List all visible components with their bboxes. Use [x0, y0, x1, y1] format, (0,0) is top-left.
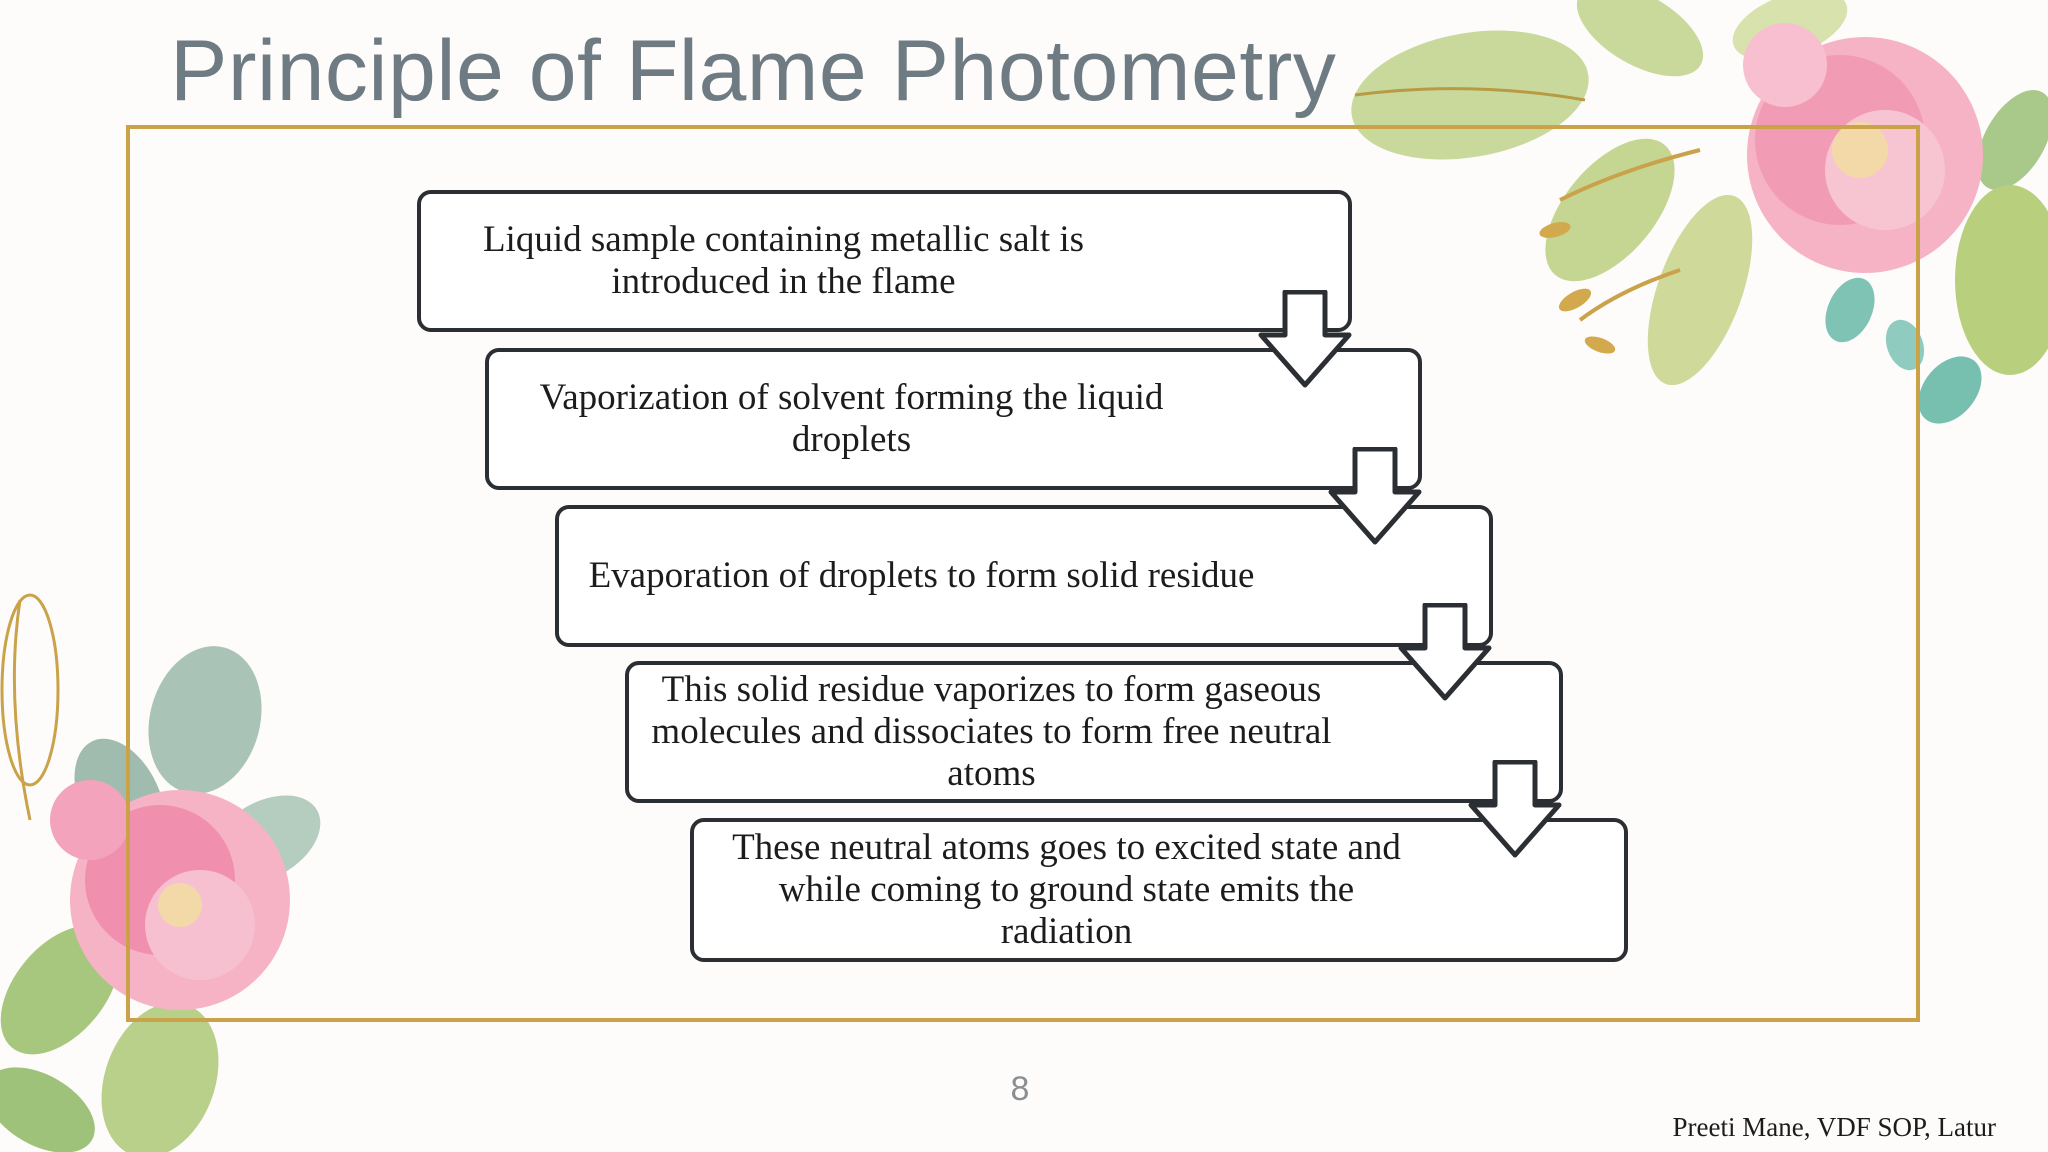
author-credit: Preeti Mane, VDF SOP, Latur: [1672, 1112, 1997, 1142]
flow-step-1: Liquid sample containing metallic salt i…: [417, 190, 1352, 332]
gold-frame: [126, 125, 1920, 1022]
page-number: 8: [1010, 1070, 1030, 1108]
flow-step-5: These neutral atoms goes to excited stat…: [690, 818, 1628, 962]
down-arrow-icon: [1258, 290, 1352, 388]
down-arrow-icon: [1398, 603, 1492, 701]
flow-step-2-label: Vaporization of solvent forming the liqu…: [539, 377, 1164, 460]
slide-title: Principle of Flame Photometry: [170, 23, 1337, 119]
flow-step-4-label: This solid residue vaporizes to form gas…: [651, 669, 1332, 794]
flow-step-5-label: These neutral atoms goes to excited stat…: [732, 827, 1401, 952]
down-arrow-icon: [1468, 760, 1562, 858]
flow-step-1-label: Liquid sample containing metallic salt i…: [482, 219, 1085, 302]
flow-step-3: Evaporation of droplets to form solid re…: [555, 505, 1493, 647]
flow-step-2: Vaporization of solvent forming the liqu…: [485, 348, 1422, 490]
flow-step-4: This solid residue vaporizes to form gas…: [625, 661, 1563, 803]
down-arrow-icon: [1328, 447, 1422, 545]
flow-step-3-label: Evaporation of droplets to form solid re…: [588, 555, 1255, 596]
